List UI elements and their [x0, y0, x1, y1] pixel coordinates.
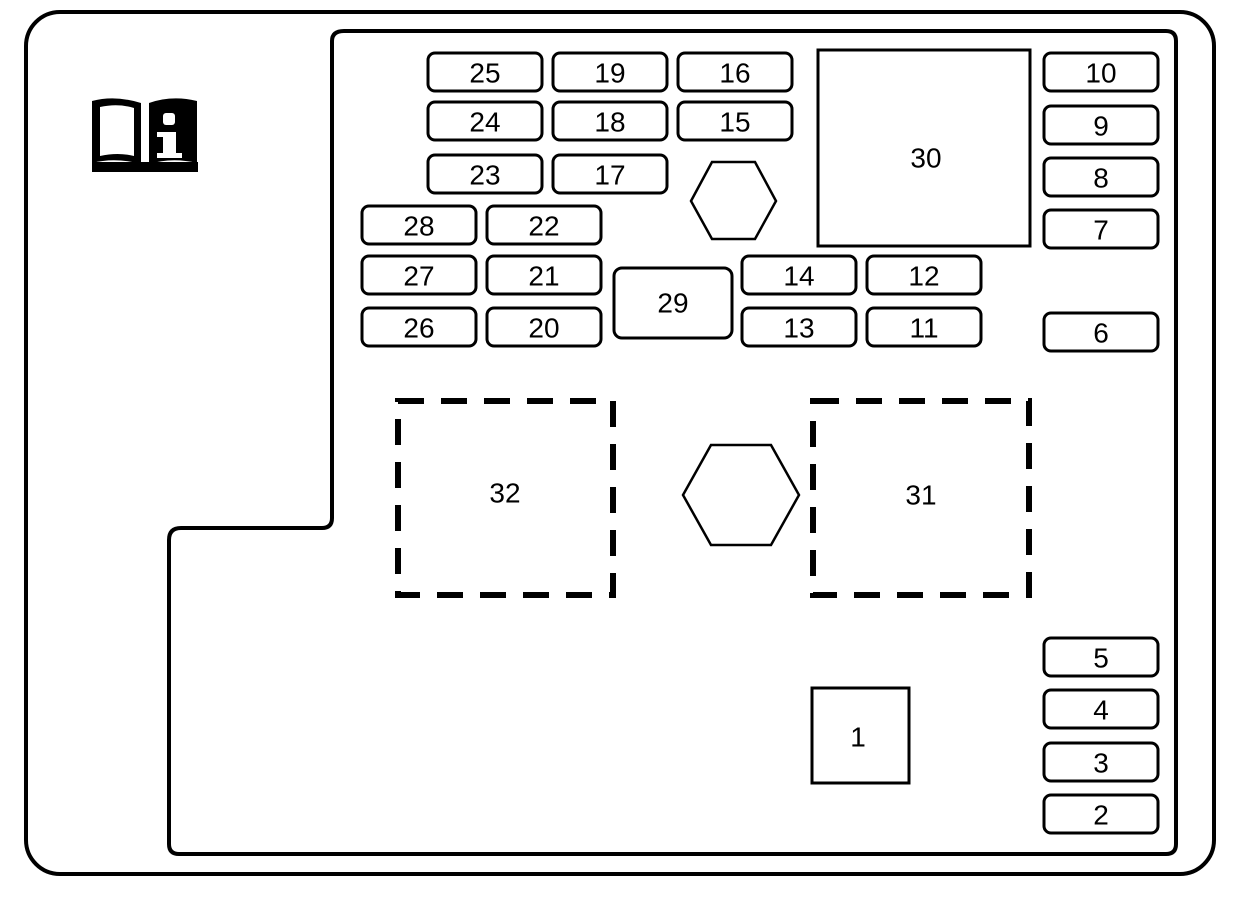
dashed-block-32-label: 32 — [489, 478, 520, 509]
relay-30: 30 — [816, 48, 1032, 248]
relay-1-label: 1 — [850, 722, 866, 753]
fuse-label: 4 — [1093, 695, 1109, 726]
fuse-outline — [485, 204, 603, 246]
dashed-block-31: 31 — [810, 398, 1032, 598]
fuse-label: 17 — [594, 160, 625, 191]
fuse-outline — [551, 51, 669, 93]
fuse-label: 24 — [469, 107, 500, 138]
fuse-22: 22 — [485, 204, 603, 246]
fuse-label: 23 — [469, 160, 500, 191]
owner-manual-info-icon — [92, 98, 198, 172]
fuse-24: 24 — [426, 100, 544, 142]
fuse-6: 6 — [1042, 311, 1160, 353]
fuse-outline — [1042, 311, 1160, 353]
fuse-9: 9 — [1042, 104, 1160, 146]
fuse-outline — [485, 306, 603, 348]
fuse-outline — [865, 254, 983, 296]
fuse-16: 16 — [676, 51, 794, 93]
fuse-17: 17 — [551, 153, 669, 195]
fuse-outline — [551, 153, 669, 195]
fuse-outline — [740, 306, 858, 348]
fuse-2: 2 — [1042, 793, 1160, 835]
fuse-label: 27 — [403, 261, 434, 292]
fuse-outline — [1042, 104, 1160, 146]
fuse-outline — [676, 51, 794, 93]
fuse-14: 14 — [740, 254, 858, 296]
hex-nut-icon — [681, 443, 801, 547]
fuse-outline — [1042, 51, 1160, 93]
fuse-outline — [360, 254, 478, 296]
fuse-label: 2 — [1093, 800, 1109, 831]
fuse-outline — [676, 100, 794, 142]
fuse-7: 7 — [1042, 208, 1160, 250]
fuse-27: 27 — [360, 254, 478, 296]
hex-nut-icon — [689, 160, 778, 241]
fuse-outline — [426, 100, 544, 142]
fuse-outline — [426, 51, 544, 93]
fuse-outline — [740, 254, 858, 296]
fuse-19: 19 — [551, 51, 669, 93]
fuse-outline — [360, 204, 478, 246]
fuse-outline — [1042, 636, 1160, 678]
relay-1: 1 — [810, 686, 911, 785]
fuse-label: 16 — [719, 58, 750, 89]
fuse-15: 15 — [676, 100, 794, 142]
fuse-label: 25 — [469, 58, 500, 89]
fuse-12: 12 — [865, 254, 983, 296]
fuse-label: 10 — [1085, 58, 1116, 89]
fuse-label: 7 — [1093, 215, 1109, 246]
fuse-3: 3 — [1042, 741, 1160, 783]
fuse-label: 13 — [783, 313, 814, 344]
dashed-block-32: 32 — [395, 398, 616, 598]
fuse-label: 11 — [909, 313, 938, 344]
fuse-label: 26 — [403, 313, 434, 344]
fuse-10: 10 — [1042, 51, 1160, 93]
fuse-outline — [1042, 793, 1160, 835]
fuse-18: 18 — [551, 100, 669, 142]
fuse-23: 23 — [426, 153, 544, 195]
fuse-label: 5 — [1093, 643, 1109, 674]
dashed-block-31-label: 31 — [905, 480, 936, 511]
fuse-outline — [426, 153, 544, 195]
fuse-label: 14 — [783, 261, 814, 292]
fuse-label: 12 — [908, 261, 939, 292]
fuse-label: 8 — [1093, 163, 1109, 194]
fuse-outline — [865, 306, 983, 348]
fuse-label: 18 — [594, 107, 625, 138]
fuse-26: 26 — [360, 306, 478, 348]
fuse-outline — [551, 100, 669, 142]
fuse-outline — [1042, 208, 1160, 250]
fuse-25: 25 — [426, 51, 544, 93]
fuse-20: 20 — [485, 306, 603, 348]
fuse-label: 9 — [1093, 111, 1109, 142]
fuse-label: 28 — [403, 211, 434, 242]
relay-30-label: 30 — [910, 143, 941, 174]
fuse-8: 8 — [1042, 156, 1160, 198]
fuse-outline — [1042, 688, 1160, 730]
relay-29: 29 — [612, 266, 734, 340]
fuse-outline — [485, 254, 603, 296]
fuse-outline — [1042, 741, 1160, 783]
fuse-4: 4 — [1042, 688, 1160, 730]
fuse-outline — [360, 306, 478, 348]
fuse-11: 11 — [865, 306, 983, 348]
fuse-label: 6 — [1093, 318, 1109, 349]
fuse-label: 20 — [528, 313, 559, 344]
fuse-28: 28 — [360, 204, 478, 246]
fuse-label: 22 — [528, 211, 559, 242]
relay-29-label: 29 — [657, 288, 688, 319]
fuse-label: 21 — [528, 261, 559, 292]
inner-panel-outline — [167, 29, 1178, 856]
fuse-label: 3 — [1093, 748, 1109, 779]
fuse-13: 13 — [740, 306, 858, 348]
fuse-5: 5 — [1042, 636, 1160, 678]
fuse-label: 15 — [719, 107, 750, 138]
fuse-21: 21 — [485, 254, 603, 296]
fuse-outline — [1042, 156, 1160, 198]
fuse-label: 19 — [594, 58, 625, 89]
